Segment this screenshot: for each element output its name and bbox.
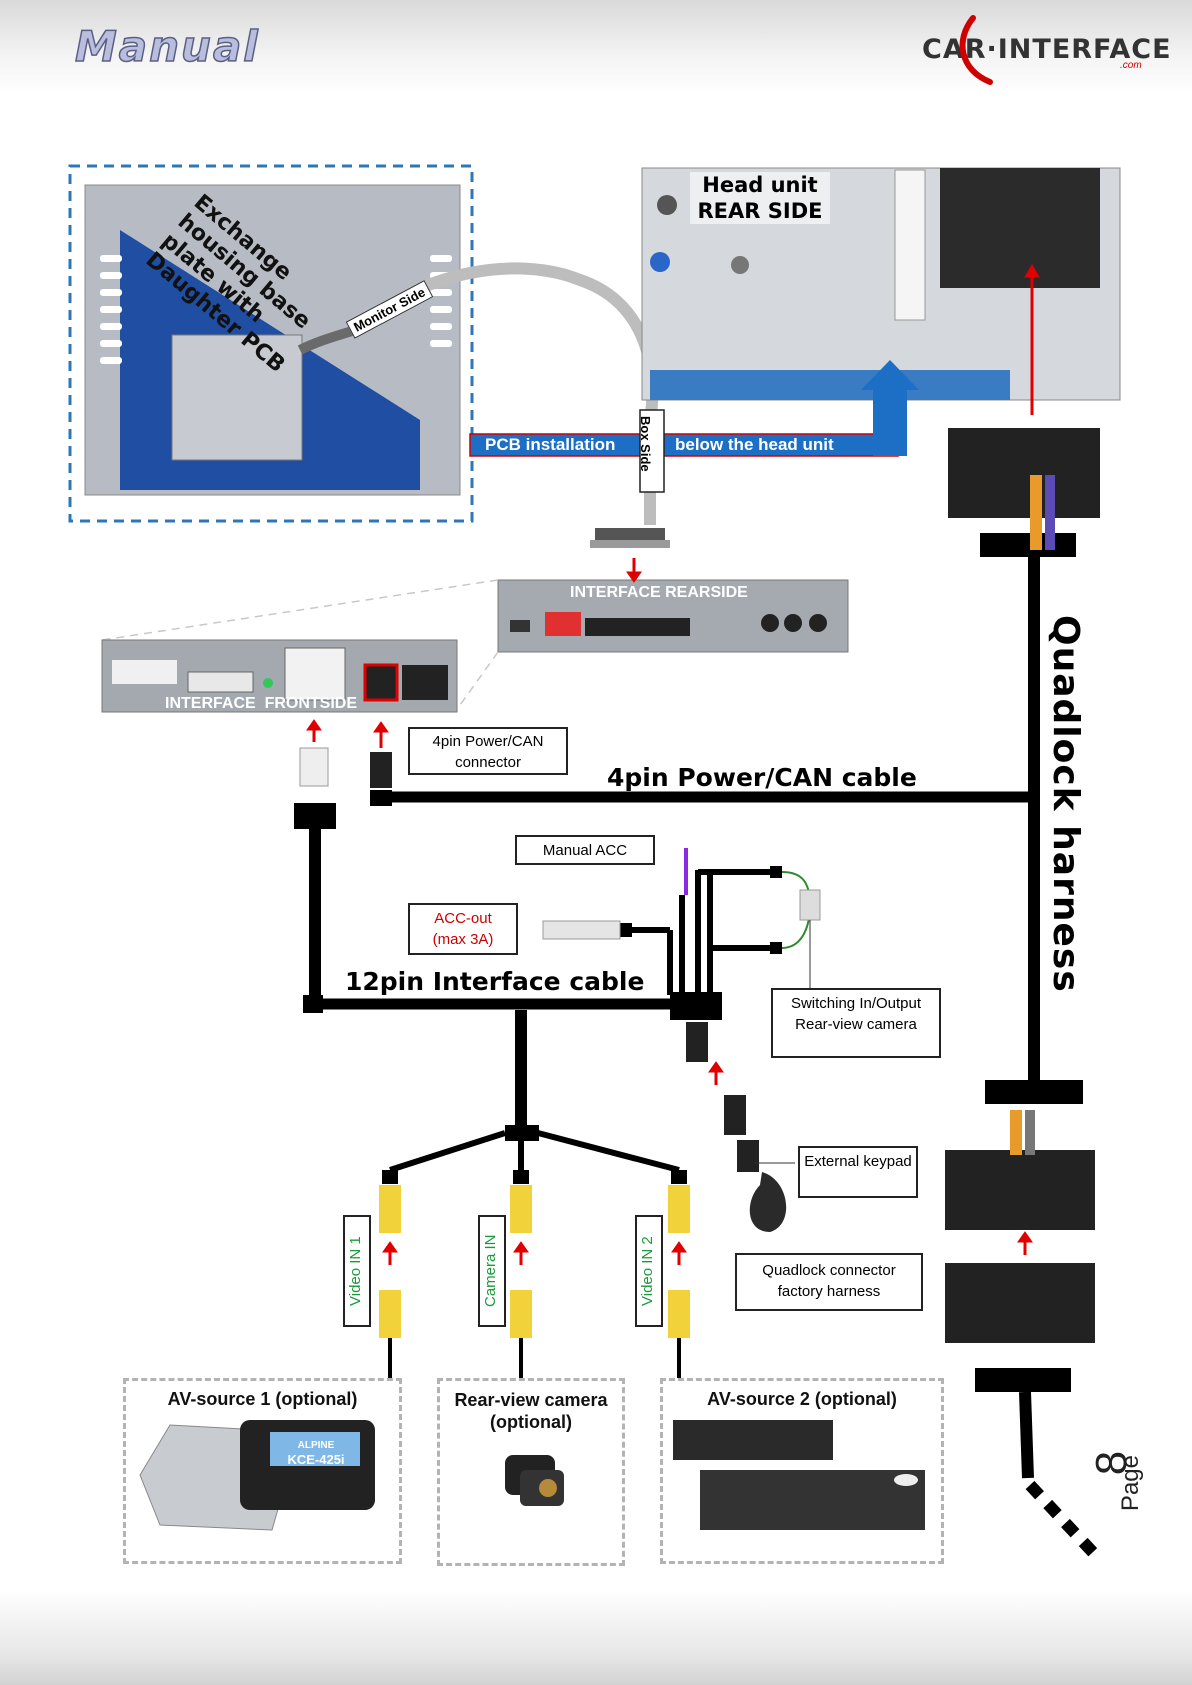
- video-in-2-label: Video IN 2: [635, 1215, 663, 1327]
- page-number: 8: [1087, 1450, 1137, 1476]
- switching-callout: Switching In/Output Rear-view camera: [771, 988, 941, 1058]
- interface-rearside-label: INTERFACE REARSIDE: [570, 584, 748, 601]
- av-source-2-box: AV-source 2 (optional): [660, 1378, 944, 1564]
- camera-in-label: Camera IN: [478, 1215, 506, 1327]
- rear-view-camera-box: Rear-view camera (optional): [437, 1378, 625, 1566]
- interface-frontside-label: INTERFACE FRONTSIDE: [165, 695, 358, 712]
- power-can-connector-callout: 4pin Power/CAN connector: [408, 727, 568, 775]
- rear-view-camera-title-line2: (optional): [490, 1412, 572, 1432]
- quadlock-harness-label: Quadlock harness: [1045, 615, 1086, 993]
- quadlock-connector-callout: Quadlock connector factory harness: [735, 1253, 923, 1311]
- rear-view-camera-title-line1: Rear-view camera: [454, 1390, 608, 1410]
- interface-rearside-image: [497, 579, 849, 653]
- logo-suffix: .com: [1120, 60, 1142, 71]
- acc-out-label: ACC-out: [434, 910, 492, 927]
- manual-title: Manual: [74, 21, 260, 72]
- quadlock-harness: [945, 428, 1105, 1565]
- red-arrows: [306, 264, 1040, 1265]
- av-source-1-title: AV-source 1 (optional): [167, 1389, 358, 1409]
- manual-acc-callout: Manual ACC: [515, 835, 655, 865]
- below-head-unit-label: below the head unit: [675, 435, 834, 454]
- rear-view-camera-image: [505, 1455, 564, 1506]
- header-band: [0, 0, 1192, 95]
- acc-out-callout: ACC-out (max 3A): [408, 903, 518, 955]
- av-source-1-brand: ALPINE: [297, 1440, 335, 1451]
- footer-band: [0, 1590, 1192, 1685]
- power-can-cable-label: 4pin Power/CAN cable: [607, 763, 917, 792]
- box-side-tag: Box Side: [638, 416, 653, 472]
- acc-out-max-label: (max 3A): [432, 931, 494, 948]
- av-source-2-title: AV-source 2 (optional): [707, 1389, 897, 1409]
- rca-connectors: [379, 1170, 690, 1378]
- pcb-installation-label: PCB installation: [485, 435, 616, 454]
- rear-view-camera-title: Rear-view camera (optional): [440, 1389, 622, 1433]
- interface-frontside-image: [101, 639, 458, 713]
- interface-cable-label: 12pin Interface cable: [345, 967, 645, 996]
- video-in-1-label: Video IN 1: [343, 1215, 371, 1327]
- av-source-1-model: KCE-425i: [287, 1452, 345, 1467]
- external-keypad-callout: External keypad: [798, 1146, 918, 1198]
- av-source-1-image: [139, 1420, 375, 1531]
- head-unit-label: Head unit REAR SIDE: [690, 172, 830, 224]
- av-source-1-box: AV-source 1 (optional): [123, 1378, 402, 1564]
- logo-swoosh-icon: [959, 15, 993, 85]
- av-source-2-image: [673, 1420, 925, 1530]
- exchange-plate-image: [68, 164, 474, 523]
